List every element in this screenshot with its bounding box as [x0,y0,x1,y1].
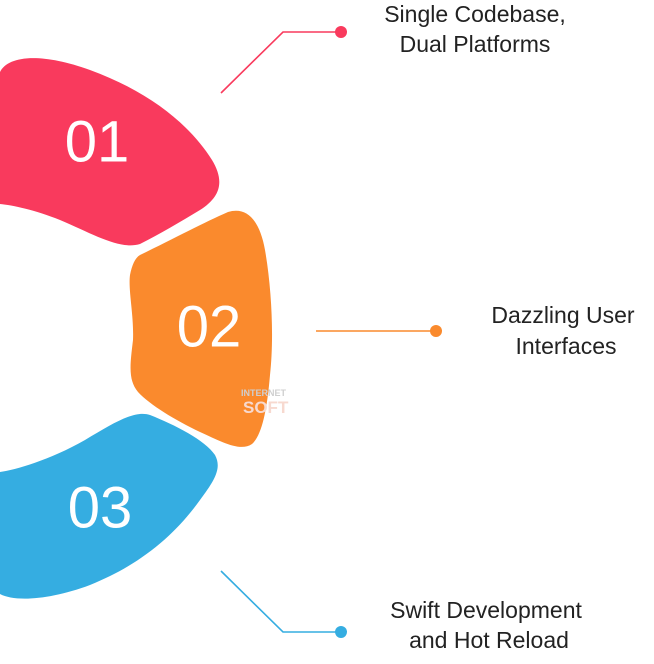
step-02-segment [129,210,273,447]
step-01-connector-line [220,31,341,94]
step-03-connector [220,570,347,638]
step-02-connector-dot [430,325,442,337]
step-03-connector-line [220,570,341,633]
step-03-label: Swift Development and Hot Reload [390,597,582,653]
step-02-number: 02 [177,294,242,359]
step-01-connector [220,26,347,94]
step-02-connector [316,325,442,337]
step-01-segment [0,58,220,246]
step-02-group: 02 [129,210,273,447]
step-03-group: 03 [0,413,218,599]
step-01-label-line2: Dual Platforms [400,31,551,57]
step-03-number: 03 [68,475,133,540]
step-01-number: 01 [65,109,130,174]
step-02-label-line2: Interfaces [516,333,617,359]
step-03-connector-dot [335,626,347,638]
step-03-label-line2: and Hot Reload [409,627,569,653]
step-01-label: Single Codebase, Dual Platforms [384,1,566,57]
step-01-label-line1: Single Codebase, [384,1,566,27]
step-01-group: 01 [0,58,220,246]
step-02-label-line1: Dazzling User [491,302,634,328]
watermark-top-text: INTERNET [241,388,287,398]
watermark-bottom-text: SOFT [243,398,289,417]
step-03-label-line1: Swift Development [390,597,582,623]
watermark-logo: INTERNET SOFT [241,388,289,417]
step-02-label: Dazzling User Interfaces [491,302,634,359]
step-01-connector-dot [335,26,347,38]
step-03-segment [0,413,218,599]
